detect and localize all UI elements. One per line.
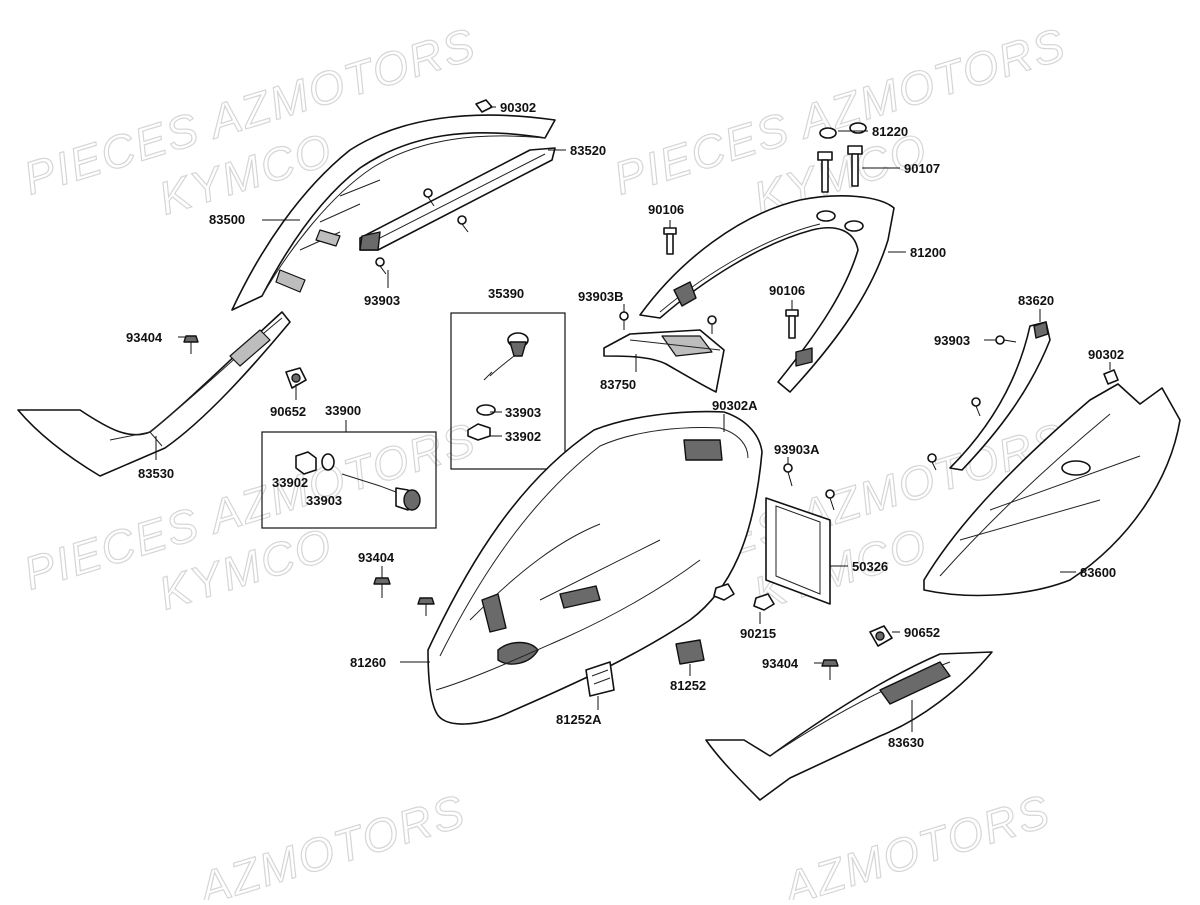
watermark-text: AZMOTORS (775, 784, 1057, 900)
part-90652-left (285, 367, 307, 389)
part-label: 83630 (888, 735, 924, 750)
part-label: 90107 (904, 161, 940, 176)
part-label: 83620 (1018, 293, 1054, 308)
part-83630 (705, 651, 993, 801)
part-label: 90106 (648, 202, 684, 217)
part-label: 81220 (872, 124, 908, 139)
part-90106-a (663, 227, 677, 255)
part-labels: 83500 90302 83520 93903 93404 90652 8353… (126, 100, 1124, 750)
part-label: 33903 (306, 493, 342, 508)
part-label: 81252A (556, 712, 602, 727)
part-81260 (427, 410, 763, 725)
part-label: 90302 (500, 100, 536, 115)
part-83500 (231, 114, 556, 311)
part-90106-b (785, 309, 799, 339)
part-label: 90302 (1088, 347, 1124, 362)
part-label: 93903 (934, 333, 970, 348)
parts-layer (17, 99, 1181, 801)
part-label: 33902 (272, 475, 308, 490)
part-90107 (817, 145, 863, 193)
part-label: 83520 (570, 143, 606, 158)
part-90302-top (475, 99, 493, 113)
part-81252 (675, 639, 705, 665)
part-83600 (923, 383, 1181, 597)
part-label: 83750 (600, 377, 636, 392)
part-label: 33902 (505, 429, 541, 444)
part-90652-right (869, 625, 893, 647)
part-93903-screws-right (927, 335, 1017, 471)
part-83530 (17, 311, 291, 477)
part-93404-left (183, 335, 199, 354)
part-label: 93903B (578, 289, 624, 304)
part-label: 93903A (774, 442, 820, 457)
part-50326 (765, 497, 831, 605)
part-90215 (713, 583, 775, 611)
part-label: 83600 (1080, 565, 1116, 580)
part-81252A (585, 661, 615, 697)
part-label: 93404 (762, 656, 799, 671)
part-93903-screws-top (375, 188, 469, 275)
part-label: 93404 (126, 330, 163, 345)
watermark-text: AZMOTORS (190, 784, 472, 900)
part-35390 (467, 332, 529, 441)
part-label: 93404 (358, 550, 395, 565)
part-93404-right (821, 659, 839, 680)
leader-lines (155, 106, 1111, 732)
part-label: 83500 (209, 212, 245, 227)
part-label: 81260 (350, 655, 386, 670)
part-label: 33903 (505, 405, 541, 420)
part-83620 (949, 321, 1051, 471)
part-81200 (639, 195, 895, 393)
part-93903A-screws (783, 463, 835, 511)
part-label: 35390 (488, 286, 524, 301)
part-label: 81200 (910, 245, 946, 260)
part-label: 90652 (270, 404, 306, 419)
part-label: 90106 (769, 283, 805, 298)
part-90302-right (1103, 369, 1119, 385)
part-label: 93903 (364, 293, 400, 308)
part-83750 (603, 329, 725, 393)
box-33900 (261, 431, 437, 529)
part-label: 90652 (904, 625, 940, 640)
part-label: 50326 (852, 559, 888, 574)
part-33900 (295, 451, 421, 511)
part-93404-mid (373, 577, 435, 616)
part-label: 90215 (740, 626, 776, 641)
box-35390 (450, 312, 566, 470)
part-83520 (359, 147, 556, 251)
part-label: 90302A (712, 398, 758, 413)
part-label: 33900 (325, 403, 361, 418)
part-label: 83530 (138, 466, 174, 481)
part-label: 81252 (670, 678, 706, 693)
